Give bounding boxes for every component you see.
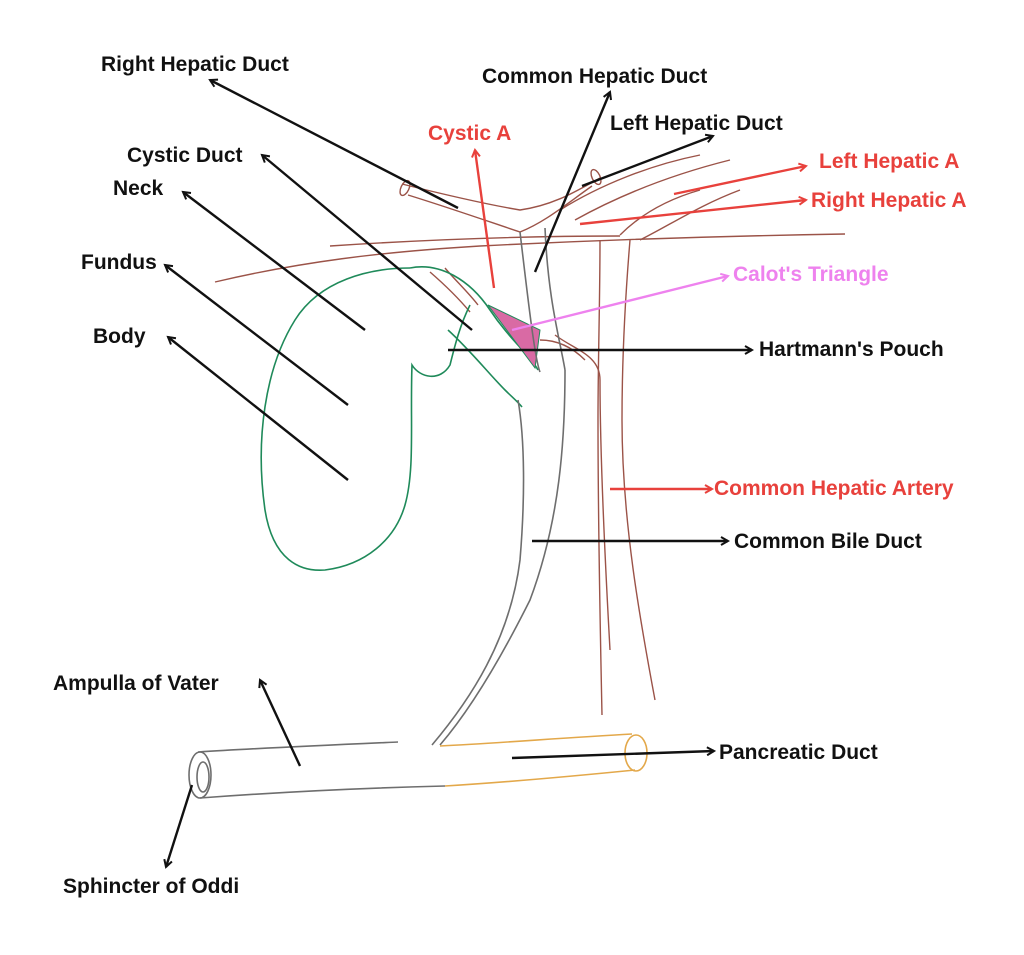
hepatic-artery-right-wall xyxy=(621,239,656,701)
duodenal-duct-upper-wall xyxy=(197,741,399,753)
arrow-common-hepatic-duct xyxy=(533,92,610,273)
label-common-hepatic-duct: Common Hepatic Duct xyxy=(482,65,708,88)
label-cystic-a: Cystic A xyxy=(428,122,512,145)
common-bile-duct-right-wall xyxy=(439,369,566,746)
hepatic-artery-branch-1 xyxy=(559,154,701,211)
hepatic-artery-branch-3 xyxy=(619,189,701,236)
sphincter-opening-inner xyxy=(196,761,210,793)
label-cystic-duct: Cystic Duct xyxy=(127,144,243,167)
arrow-sphincter-of-oddi xyxy=(166,784,194,867)
arrow-left-hepatic-a xyxy=(673,166,806,196)
hepatic-artery-branch-4 xyxy=(639,189,741,241)
duodenal-duct-lower-wall xyxy=(199,785,446,799)
right-hepatic-duct-end xyxy=(399,179,411,197)
vessel-neck-1 xyxy=(444,267,479,306)
arrow-neck xyxy=(183,192,366,331)
hepatic-vessels xyxy=(214,154,846,716)
arrow-right-hepatic-a xyxy=(579,200,806,226)
pancreatic-duct-shape xyxy=(439,733,648,787)
black-leader-arrows xyxy=(165,80,752,867)
bile-ducts xyxy=(188,227,566,799)
label-body: Body xyxy=(93,325,146,348)
label-left-hepatic-duct: Left Hepatic Duct xyxy=(610,112,783,135)
vessel-neck-2 xyxy=(429,271,471,313)
label-calots-triangle: Calot's Triangle xyxy=(733,263,889,286)
calots-triangle-region xyxy=(487,304,541,370)
arrow-pancreatic-duct xyxy=(511,751,714,760)
hepatic-artery-left-wall xyxy=(597,239,603,716)
hepatic-artery-branch-2 xyxy=(574,159,731,221)
pancreatic-duct-upper-wall xyxy=(439,733,633,747)
hepatic-artery-inner-wall xyxy=(554,334,611,651)
label-sphincter-of-oddi: Sphincter of Oddi xyxy=(63,875,240,898)
arrow-body xyxy=(168,337,349,481)
arrow-right-hepatic-duct xyxy=(210,80,459,210)
label-neck: Neck xyxy=(113,177,164,200)
gallbladder-neck-upper xyxy=(409,266,539,371)
hepatic-duct-confluence-lower xyxy=(407,185,593,233)
label-fundus: Fundus xyxy=(81,251,157,274)
label-right-hepatic-duct: Right Hepatic Duct xyxy=(101,53,289,76)
sphincter-opening-outer xyxy=(188,751,212,799)
common-hepatic-duct-left-wall xyxy=(519,231,541,373)
gallbladder-outline xyxy=(260,267,471,571)
arrow-ampulla-of-vater xyxy=(260,680,302,767)
vessel-branch-right xyxy=(539,339,586,361)
arrow-cystic-a xyxy=(475,150,496,289)
pancreatic-duct-lower-wall xyxy=(444,769,636,787)
label-right-hepatic-a: Right Hepatic A xyxy=(811,189,967,212)
label-left-hepatic-a: Left Hepatic A xyxy=(819,150,960,173)
arrow-calots-triangle xyxy=(511,276,728,332)
gallbladder-neck-lower xyxy=(447,329,523,408)
liver-upper-edge xyxy=(329,235,621,247)
arrow-left-hepatic-duct xyxy=(581,136,713,188)
label-hartmanns-pouch: Hartmann's Pouch xyxy=(759,338,944,361)
red-artery-arrows xyxy=(475,150,806,489)
left-hepatic-duct-end xyxy=(590,168,602,186)
label-pancreatic-duct: Pancreatic Duct xyxy=(719,741,878,764)
arrow-fundus xyxy=(165,265,349,406)
common-hepatic-duct-right-wall xyxy=(544,227,566,371)
arrow-cystic-duct xyxy=(262,155,473,331)
label-ampulla-of-vater: Ampulla of Vater xyxy=(53,672,219,695)
label-common-bile-duct: Common Bile Duct xyxy=(734,530,922,553)
hepatic-duct-confluence-upper xyxy=(401,177,601,211)
common-bile-duct-left-wall xyxy=(431,399,525,746)
label-common-hepatic-artery: Common Hepatic Artery xyxy=(714,477,954,500)
